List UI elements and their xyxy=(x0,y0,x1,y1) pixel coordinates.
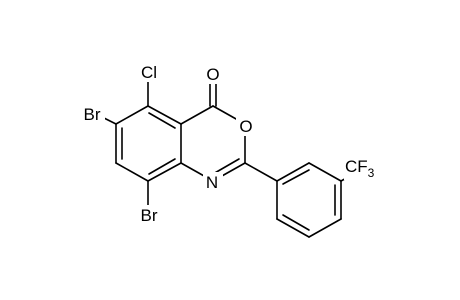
bond-c7-c8 xyxy=(115,162,149,182)
atom-cf3-subscript: 3 xyxy=(368,166,375,180)
atom-o-ring: O xyxy=(239,117,252,136)
atom-labels: Cl O O N Br Br CF3 xyxy=(79,62,384,225)
bond-c2-phenyl xyxy=(244,162,278,182)
bond-p2-p3 xyxy=(308,162,342,182)
bond-c8-c8a xyxy=(147,162,182,182)
bond-p5-p6-inner xyxy=(282,214,310,231)
atom-cf3: CF3 xyxy=(345,157,375,180)
bond-p4-p5 xyxy=(308,218,342,238)
bond-p1-p2 xyxy=(276,162,310,182)
bond-p5-p6 xyxy=(276,218,310,238)
atom-cf3-main: CF xyxy=(345,157,368,176)
bond-p1-p2-inner xyxy=(282,169,310,185)
bond-c5-c6 xyxy=(115,105,149,125)
atom-n-ring: N xyxy=(206,173,218,192)
atom-cl: Cl xyxy=(141,63,157,82)
atom-br-bottom: Br xyxy=(141,206,158,225)
bond-c8-c8a-inner xyxy=(148,158,176,175)
bond-c2-n1-inner xyxy=(212,158,240,175)
atom-o-carbonyl: O xyxy=(206,65,219,84)
bond-c4a-c5 xyxy=(147,105,182,125)
atom-br-top: Br xyxy=(84,105,101,124)
benzo-ring xyxy=(115,105,182,182)
bond-c4a-c4 xyxy=(180,105,214,125)
phenyl-ring xyxy=(276,162,342,238)
bond-c4a-c5-inner xyxy=(148,112,176,129)
oxazinone-ring xyxy=(180,105,246,182)
